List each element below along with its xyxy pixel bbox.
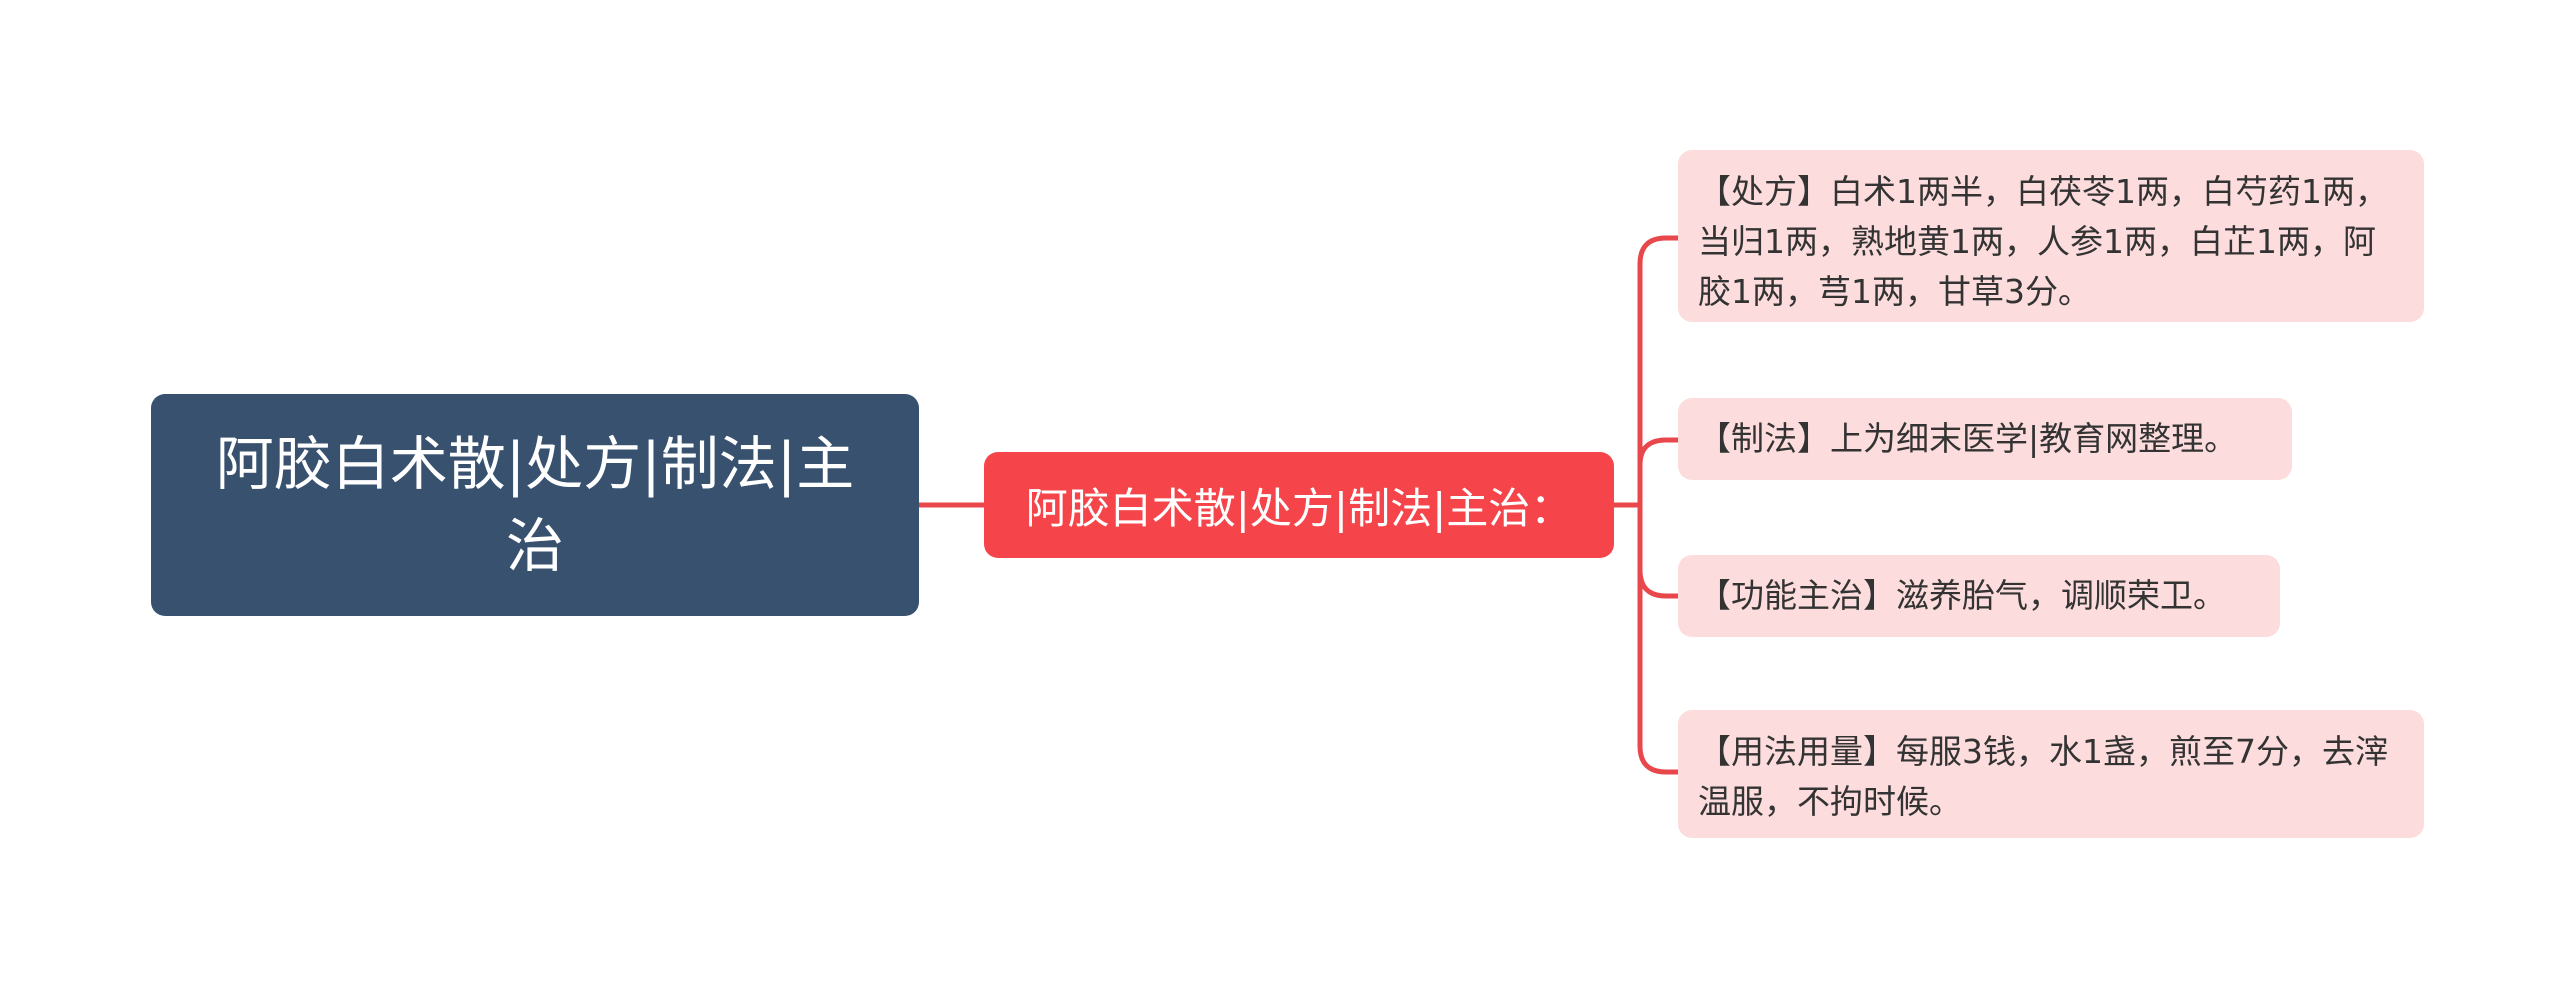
branch-to-leaf-3 (1637, 745, 1678, 775)
leaf-node-prescription[interactable]: 【处方】白术1两半，白茯苓1两，白芍药1两，当归1两，熟地黄1两，人参1两，白芷… (1678, 150, 2424, 322)
main-branch-node[interactable]: 阿胶白术散|处方|制法|主治： (984, 452, 1614, 558)
branch-to-leaf-1 (1637, 437, 1678, 466)
root-topic-node[interactable]: 阿胶白术散|处方|制法|主治 (151, 394, 919, 616)
leaf-label: 【处方】白术1两半，白茯苓1两，白芍药1两，当归1两，熟地黄1两，人参1两，白芷… (1698, 172, 2388, 311)
leaf-node-preparation[interactable]: 【制法】上为细末医学|教育网整理。 (1678, 398, 2292, 480)
branch-to-leaf-0 (1637, 235, 1678, 265)
leaf-node-dosage[interactable]: 【用法用量】每服3钱，水1盏，煎至7分，去滓温服，不拘时候。 (1678, 710, 2424, 838)
main-branch-label: 阿胶白术散|处方|制法|主治： (1025, 483, 1573, 533)
leaf-label: 【用法用量】每服3钱，水1盏，煎至7分，去滓温服，不拘时候。 (1698, 732, 2388, 821)
leaf-node-indications[interactable]: 【功能主治】滋养胎气，调顺荣卫。 (1678, 555, 2280, 637)
leaf-label: 【功能主治】滋养胎气，调顺荣卫。 (1698, 576, 2226, 615)
branch-to-leaf-2 (1637, 569, 1678, 599)
root-topic-label: 阿胶白术散|处方|制法|主治 (215, 430, 855, 580)
leaf-label: 【制法】上为细末医学|教育网整理。 (1698, 419, 2238, 458)
